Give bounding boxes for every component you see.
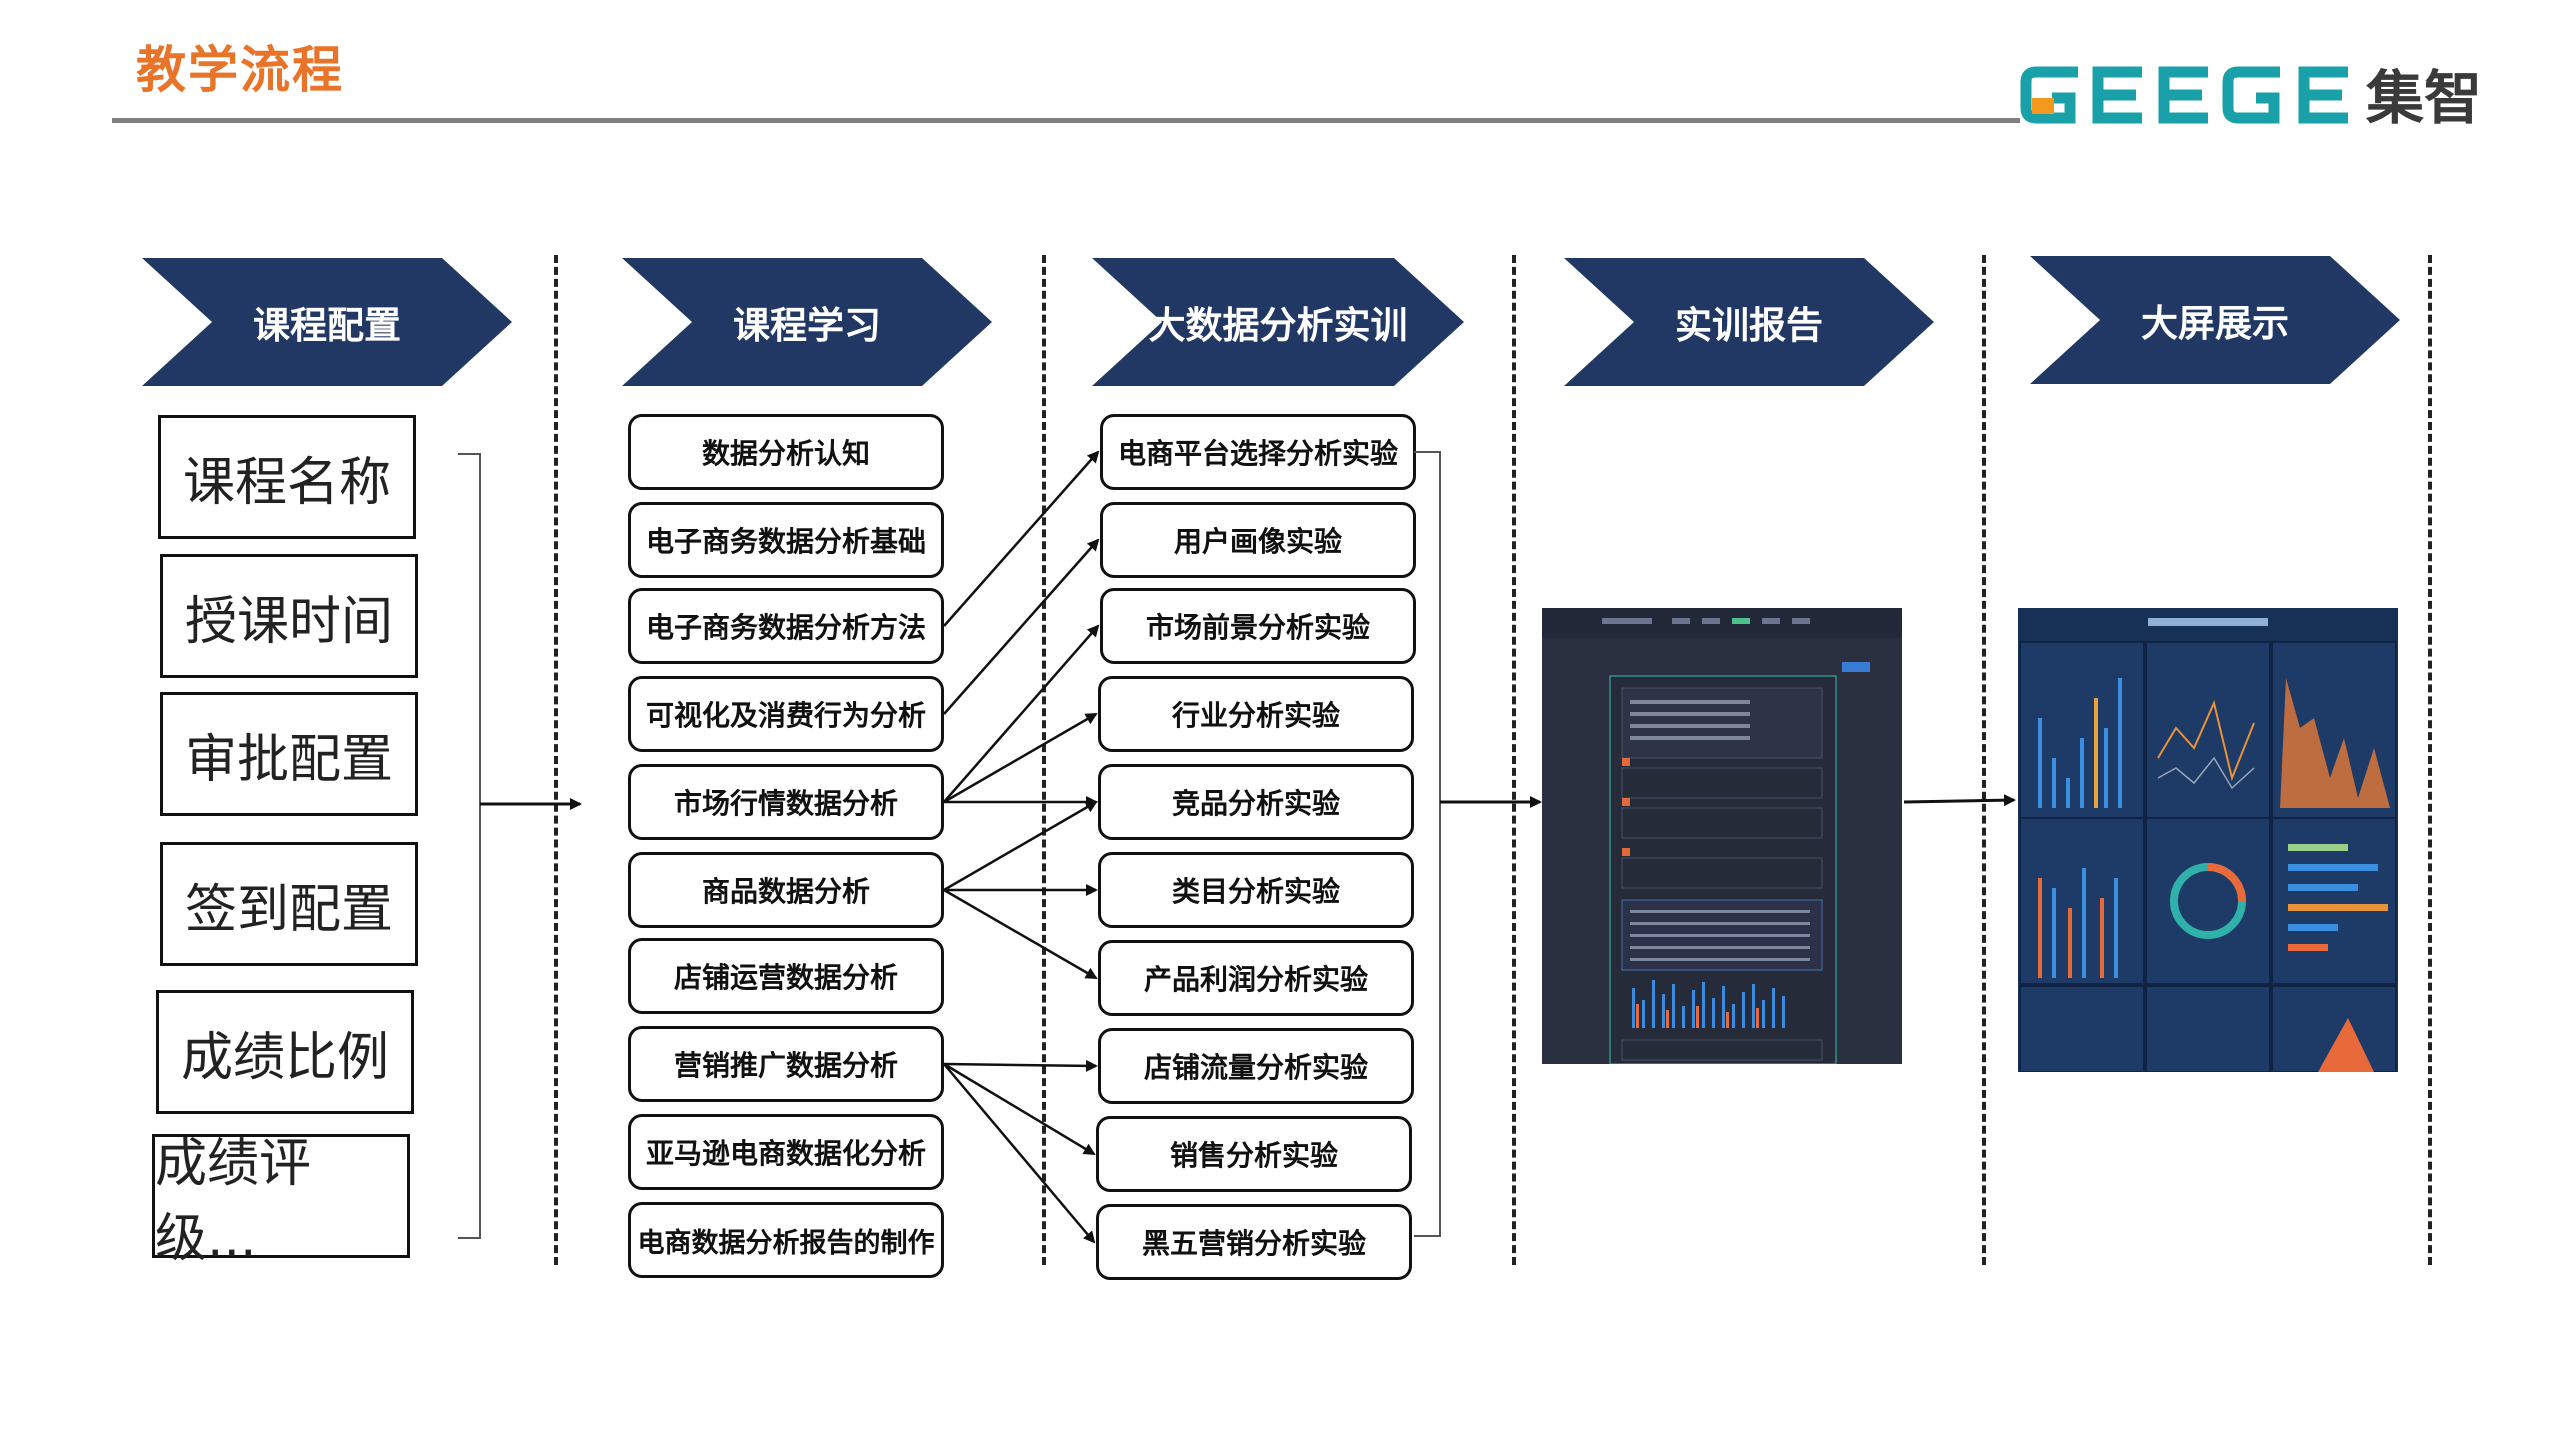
learning-to-experiment-connectors bbox=[943, 450, 1100, 1244]
stage-label: 实训报告 bbox=[1675, 304, 1823, 347]
dashboard-thumbnail bbox=[2018, 608, 2398, 1072]
title-divider bbox=[112, 118, 2020, 123]
learning-item: 营销推广数据分析 bbox=[628, 1026, 944, 1102]
column-separator bbox=[1982, 255, 1986, 1265]
connector-arrow bbox=[943, 624, 1100, 803]
learning-item: 市场行情数据分析 bbox=[628, 764, 944, 840]
experiment-item: 类目分析实验 bbox=[1098, 852, 1414, 928]
learning-item: 电子商务数据分析方法 bbox=[628, 588, 944, 664]
experiment-item: 电商平台选择分析实验 bbox=[1100, 414, 1416, 490]
connector-arrow bbox=[943, 888, 1098, 980]
svg-text:集智: 集智 bbox=[2365, 64, 2482, 130]
report-page-thumbnail bbox=[1542, 608, 1902, 1064]
stage-big-data-training: 大数据分析实训 bbox=[1092, 258, 1464, 386]
connector-arrow bbox=[943, 450, 1100, 627]
learning-item: 店铺运营数据分析 bbox=[628, 938, 944, 1014]
stage-course-learning: 课程学习 bbox=[622, 258, 992, 386]
config-item: 成绩比例 bbox=[156, 990, 414, 1114]
experiment-item: 店铺流量分析实验 bbox=[1098, 1028, 1414, 1104]
geege-logo: 集智 bbox=[2018, 60, 2518, 132]
column-separator bbox=[1512, 255, 1516, 1265]
config-bracket bbox=[458, 453, 481, 1239]
learning-item: 数据分析认知 bbox=[628, 414, 944, 490]
page-title: 教学流程 bbox=[136, 41, 344, 99]
column-separator bbox=[2428, 255, 2432, 1265]
learning-item: 电商数据分析报告的制作 bbox=[628, 1202, 944, 1278]
experiment-item: 行业分析实验 bbox=[1098, 676, 1414, 752]
connector-arrow bbox=[943, 1059, 1098, 1072]
config-item: 课程名称 bbox=[158, 415, 416, 539]
stage-label: 大屏展示 bbox=[2141, 302, 2289, 345]
config-item: 成绩评级... bbox=[152, 1134, 410, 1269]
experiment-item: 竞品分析实验 bbox=[1098, 764, 1414, 840]
stage-label: 课程学习 bbox=[733, 304, 881, 347]
learning-item: 可视化及消费行为分析 bbox=[628, 676, 944, 752]
experiment-item: 市场前景分析实验 bbox=[1100, 588, 1416, 664]
learning-item: 亚马逊电商数据化分析 bbox=[628, 1114, 944, 1190]
experiment-item: 销售分析实验 bbox=[1096, 1116, 1412, 1192]
column-separator bbox=[1042, 255, 1046, 1265]
connector-arrow bbox=[943, 712, 1098, 804]
learning-item: 电子商务数据分析基础 bbox=[628, 502, 944, 578]
connector-arrow bbox=[943, 800, 1098, 892]
stage-big-screen: 大屏展示 bbox=[2030, 256, 2400, 384]
stage-label: 课程配置 bbox=[253, 304, 401, 347]
experiment-bracket bbox=[1414, 451, 1441, 1237]
experiment-item: 黑五营销分析实验 bbox=[1096, 1204, 1412, 1280]
connector-arrow bbox=[943, 1063, 1096, 1244]
config-item: 签到配置 bbox=[160, 842, 418, 966]
stage-label: 大数据分析实训 bbox=[1148, 304, 1408, 347]
config-item: 审批配置 bbox=[160, 692, 418, 816]
stage-course-config: 课程配置 bbox=[142, 258, 512, 386]
experiment-item: 产品利润分析实验 bbox=[1098, 940, 1414, 1016]
experiment-item: 用户画像实验 bbox=[1100, 502, 1416, 578]
report-to-dashboard-arrow bbox=[1903, 794, 2016, 807]
connector-arrow bbox=[943, 538, 1100, 715]
stage-training-report: 实训报告 bbox=[1564, 258, 1934, 386]
column-separator bbox=[554, 255, 558, 1265]
learning-item: 商品数据分析 bbox=[628, 852, 944, 928]
config-item: 授课时间 bbox=[160, 554, 418, 678]
connector-arrow bbox=[943, 1062, 1096, 1156]
